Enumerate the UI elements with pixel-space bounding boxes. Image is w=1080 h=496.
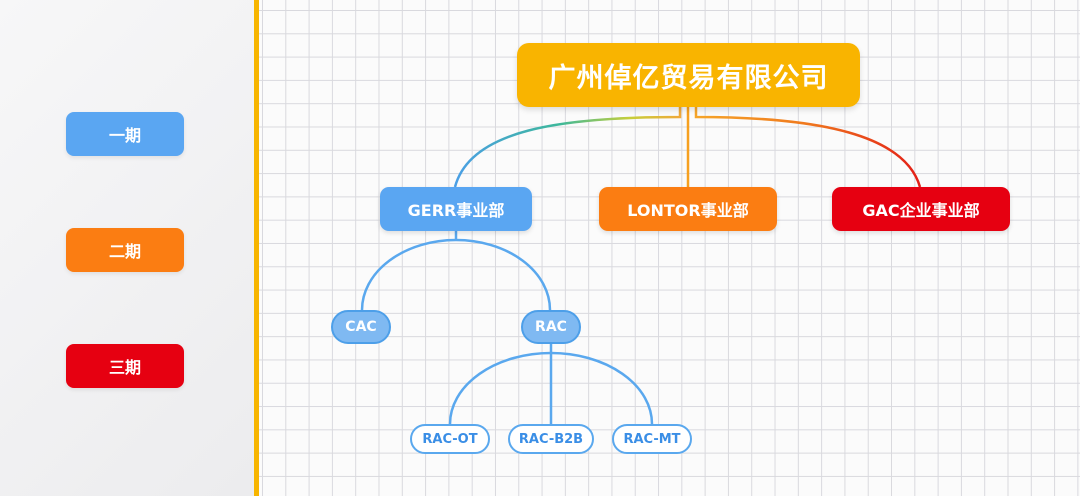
link-root-gac bbox=[694, 107, 922, 188]
node-gerr-division[interactable]: GERR事业部 bbox=[380, 187, 532, 231]
node-lontor-division[interactable]: LONTOR事业部 bbox=[599, 187, 777, 231]
node-rac-ot[interactable]: RAC-OT bbox=[410, 424, 490, 454]
legend-phase-2[interactable]: 二期 bbox=[66, 228, 184, 272]
node-gac-division[interactable]: GAC企业事业部 bbox=[832, 187, 1010, 231]
link-root-gerr bbox=[453, 107, 682, 188]
link-gerr-cac-rac bbox=[360, 238, 552, 311]
node-rac-mt[interactable]: RAC-MT bbox=[612, 424, 692, 454]
root-node-company[interactable]: 广州倬亿贸易有限公司 bbox=[517, 43, 860, 107]
node-rac-b2b[interactable]: RAC-B2B bbox=[508, 424, 594, 454]
node-rac[interactable]: RAC bbox=[521, 310, 581, 344]
legend-phase-1[interactable]: 一期 bbox=[66, 112, 184, 156]
legend-phase-3[interactable]: 三期 bbox=[66, 344, 184, 388]
panel-divider bbox=[254, 0, 259, 496]
node-cac[interactable]: CAC bbox=[331, 310, 391, 344]
